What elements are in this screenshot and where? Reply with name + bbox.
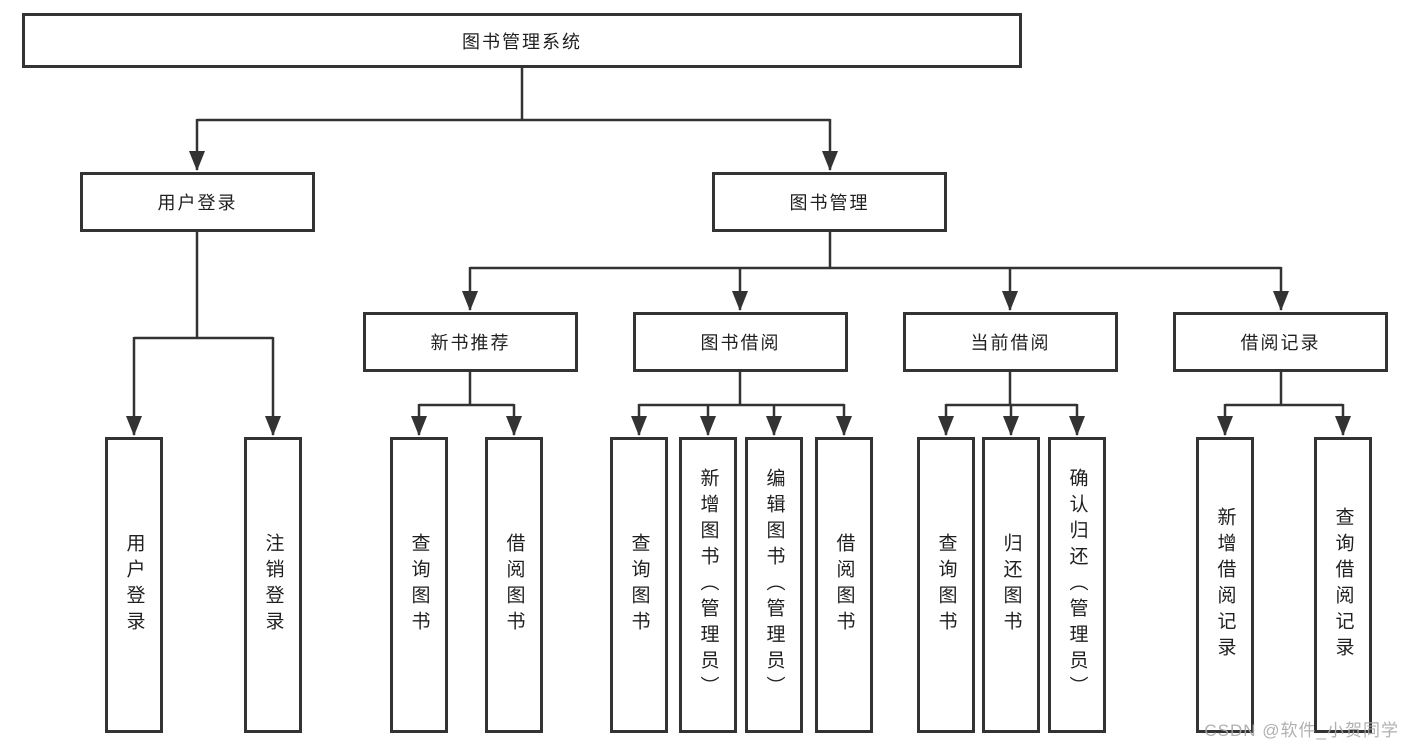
- leaf-confirm-return-admin: 确认归还（管理员）: [1048, 437, 1106, 733]
- leaf-label: 借阅图书: [833, 533, 855, 637]
- leaf-edit-books-admin: 编辑图书（管理员）: [745, 437, 803, 733]
- leaf-add-books-admin: 新增图书（管理员）: [679, 437, 737, 733]
- leaf-add-borrow-record: 新增借阅记录: [1196, 437, 1254, 733]
- node-book-borrow: 图书借阅: [633, 312, 848, 372]
- node-new-book-recommend: 新书推荐: [363, 312, 578, 372]
- leaf-label: 编辑图书（管理员）: [763, 468, 785, 702]
- node-borrow-records: 借阅记录: [1173, 312, 1388, 372]
- leaf-label: 借阅图书: [503, 533, 525, 637]
- leaf-query-books: 查询图书: [917, 437, 975, 733]
- leaf-label: 用户登录: [123, 533, 145, 637]
- leaf-label: 注销登录: [262, 533, 284, 637]
- leaf-query-books: 查询图书: [390, 437, 448, 733]
- leaf-query-books: 查询图书: [610, 437, 668, 733]
- leaf-label: 新增图书（管理员）: [697, 468, 719, 702]
- node-current-borrow: 当前借阅: [903, 312, 1118, 372]
- node-library-system: 图书管理系统: [22, 13, 1022, 68]
- leaf-label: 查询图书: [628, 533, 650, 637]
- leaf-logout: 注销登录: [244, 437, 302, 733]
- leaf-query-borrow-record: 查询借阅记录: [1314, 437, 1372, 733]
- leaf-label: 查询图书: [408, 533, 430, 637]
- node-book-management: 图书管理: [712, 172, 947, 232]
- leaf-return-books: 归还图书: [982, 437, 1040, 733]
- csdn-watermark: CSDN @软件_小贺同学: [1204, 721, 1399, 740]
- leaf-borrow-books: 借阅图书: [485, 437, 543, 733]
- leaf-label: 新增借阅记录: [1214, 507, 1236, 663]
- leaf-label: 查询借阅记录: [1332, 507, 1354, 663]
- leaf-label: 确认归还（管理员）: [1066, 468, 1088, 702]
- leaf-borrow-books: 借阅图书: [815, 437, 873, 733]
- node-user-login: 用户登录: [80, 172, 315, 232]
- leaf-label: 归还图书: [1000, 533, 1022, 637]
- leaf-user-login: 用户登录: [105, 437, 163, 733]
- leaf-label: 查询图书: [935, 533, 957, 637]
